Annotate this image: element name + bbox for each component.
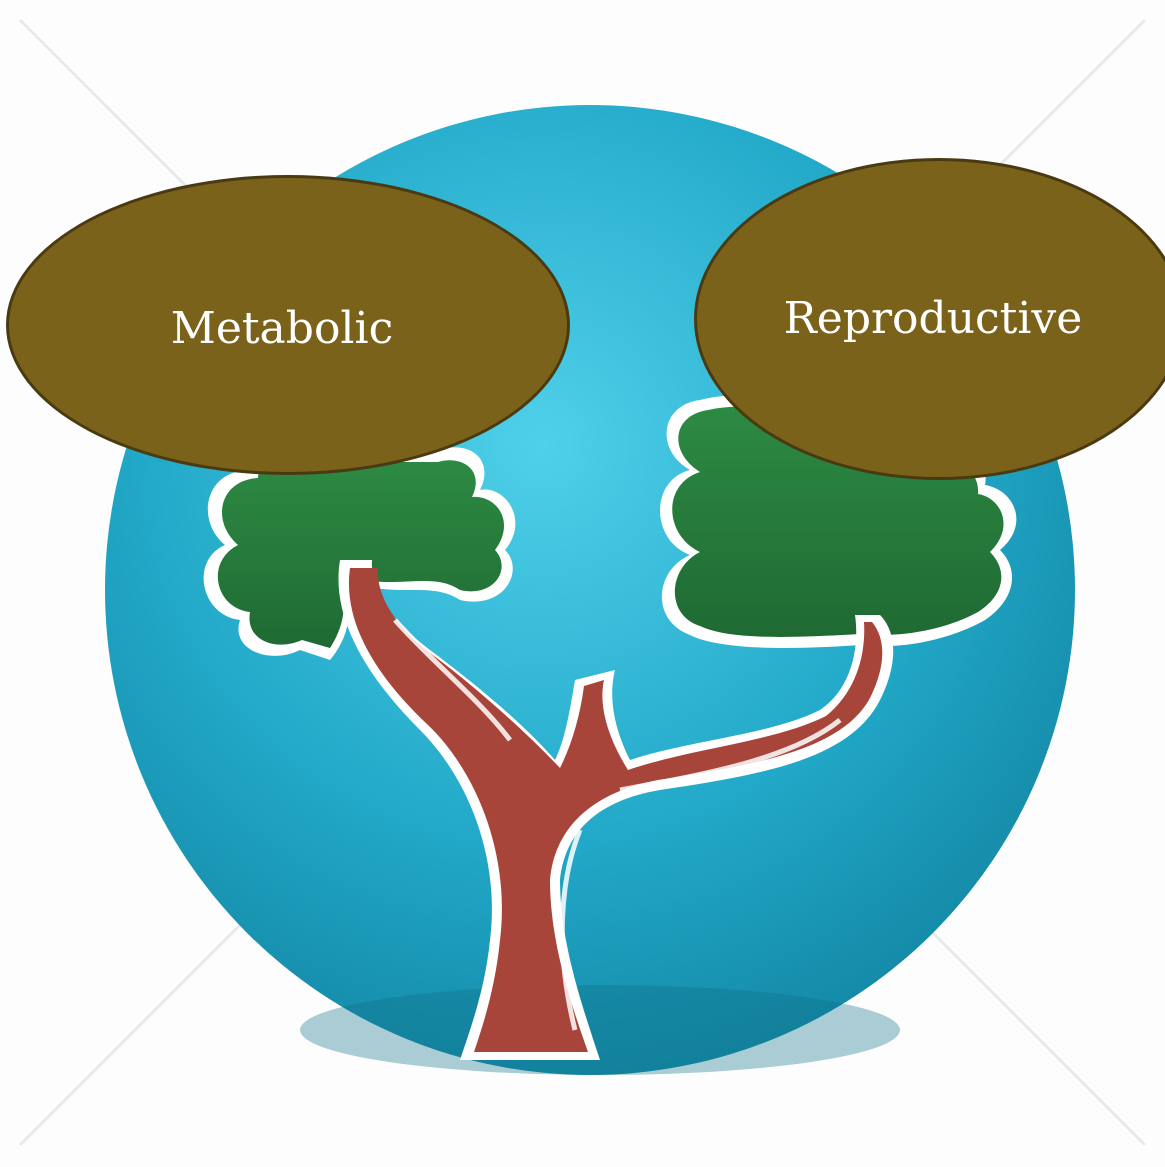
metabolic-bubble: Metabolic [6, 175, 570, 475]
metabolic-label: Metabolic [171, 303, 393, 354]
reproductive-bubble: Reproductive [694, 158, 1165, 480]
reproductive-label: Reproductive [784, 293, 1083, 344]
globe-shadow [300, 985, 900, 1075]
